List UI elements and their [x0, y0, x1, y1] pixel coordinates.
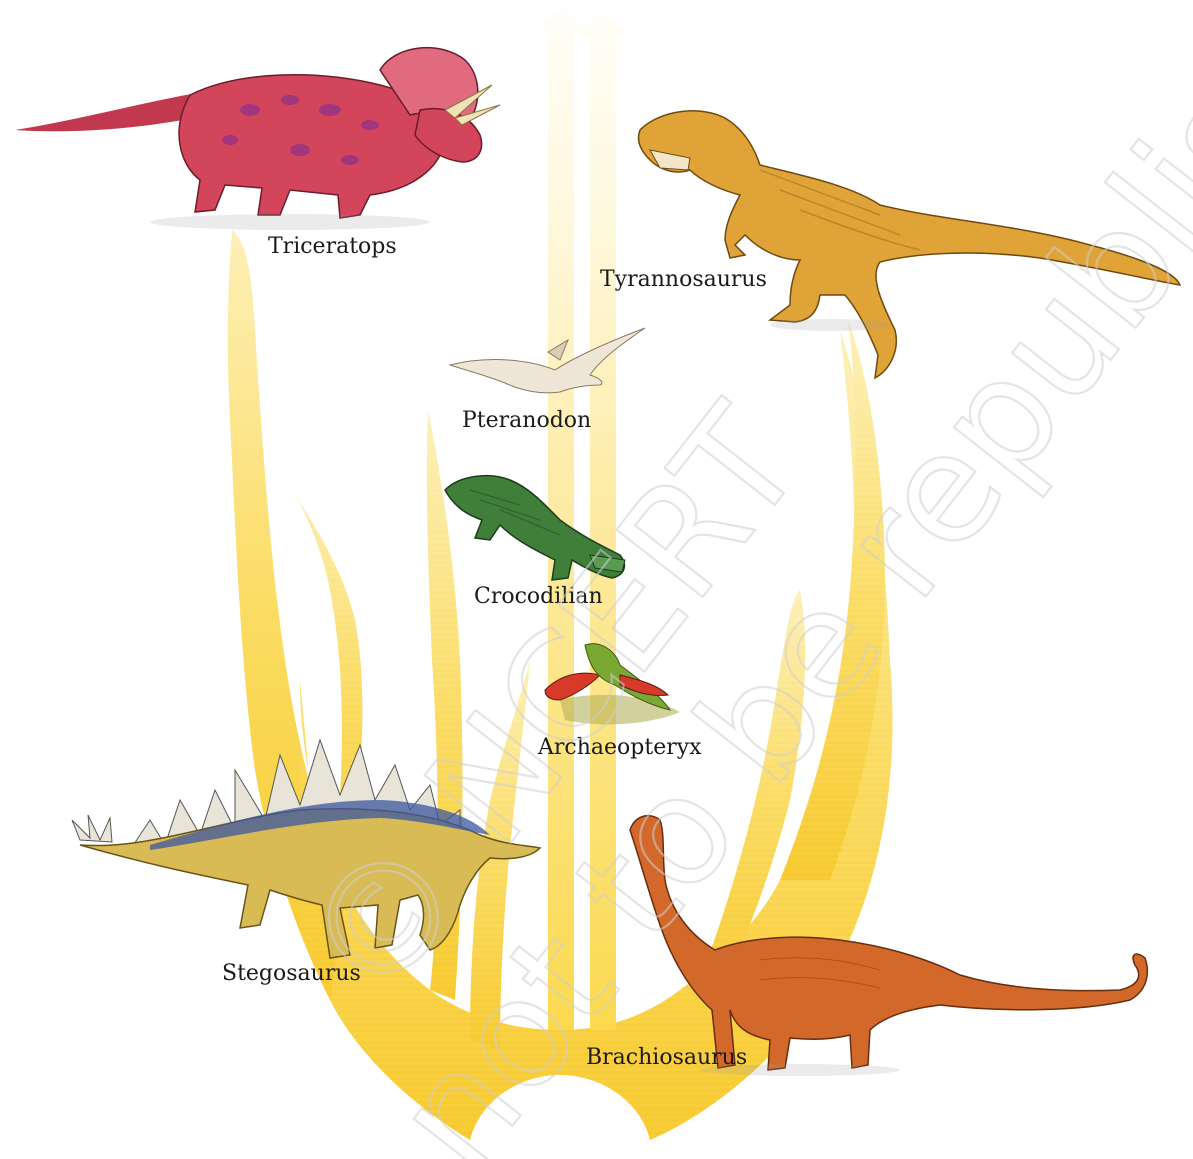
triceratops-shadow [150, 214, 430, 230]
stegosaurus-tail-spikes [72, 815, 112, 842]
triceratops-illustration [15, 48, 500, 230]
tyrannosaurus-shadow [770, 319, 890, 331]
label-triceratops: Triceratops [268, 234, 397, 259]
label-tyrannosaurus: Tyrannosaurus [600, 267, 767, 292]
label-pteranodon: Pteranodon [462, 408, 591, 433]
